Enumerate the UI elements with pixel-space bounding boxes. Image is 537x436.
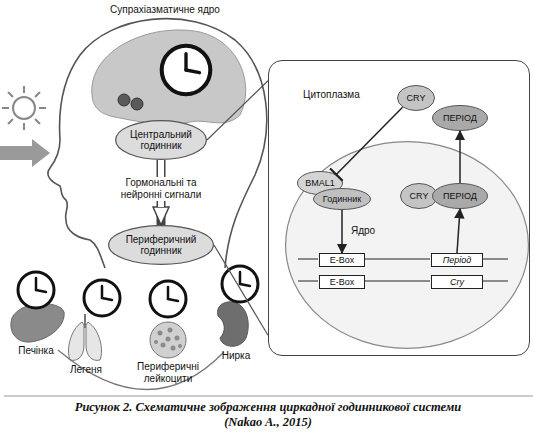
clock-symbol bbox=[150, 281, 186, 317]
structure-label: Супрахіазматичне ядро bbox=[90, 4, 240, 16]
node-text: Годинник bbox=[323, 194, 361, 204]
protein-ellipse: ПЕРІОД bbox=[432, 105, 488, 131]
protein-ellipse-outline bbox=[398, 86, 435, 111]
trachea-line bbox=[84, 314, 86, 328]
organ-label: Периферичні лейкоцити bbox=[126, 361, 210, 384]
node-text: E-Box bbox=[330, 277, 355, 287]
leukocyte-cell bbox=[150, 322, 186, 358]
gene-box: Період bbox=[431, 253, 483, 267]
nucleus-ellipse: ЯдроBMAL1ГодинникCRYПЕРІОДE-BoxПеріодE-B… bbox=[285, 141, 529, 349]
gene-box: E-Box bbox=[319, 275, 365, 289]
protein-ellipse: CRY bbox=[397, 85, 435, 111]
clock-ellipse-outline bbox=[116, 121, 207, 160]
protein-ellipse: ПЕРІОД bbox=[432, 183, 488, 209]
node-text: Цитоплазма bbox=[303, 89, 360, 101]
leukocyte-granules bbox=[154, 328, 182, 351]
lung-shape bbox=[69, 322, 102, 360]
clock-symbol bbox=[18, 272, 54, 308]
caption-rule bbox=[4, 396, 533, 397]
sun-symbol bbox=[13, 97, 35, 119]
protein-ellipse-outline bbox=[401, 184, 438, 209]
kidney-shape bbox=[218, 302, 249, 346]
clock-symbol bbox=[162, 46, 211, 95]
clock-ellipse: Центральний годинник bbox=[115, 120, 207, 160]
zoom-line bbox=[214, 245, 268, 335]
liver-shape bbox=[11, 304, 64, 342]
organ-label: Печінка bbox=[6, 345, 66, 357]
light-arrow bbox=[0, 139, 50, 167]
cell-panel: ЦитоплазмаCRYПЕРІОДЯдроBMAL1ГодинникCRYП… bbox=[268, 60, 530, 356]
clock-ellipse: Периферичний годинник bbox=[108, 225, 214, 265]
node-text: E-Box bbox=[330, 255, 355, 265]
node-text: Ядро bbox=[351, 225, 375, 237]
zoom-line bbox=[214, 245, 268, 335]
organ-label: Нирка bbox=[211, 350, 261, 362]
nucleus-ellipse-outline bbox=[286, 142, 529, 349]
protein-ellipse-outline bbox=[314, 189, 371, 210]
zoom-line bbox=[207, 81, 268, 140]
clock-symbol bbox=[222, 266, 258, 302]
node-text: Периферичний годинник bbox=[120, 234, 202, 257]
clock-ellipse-outline bbox=[109, 226, 214, 265]
protein-ellipse: Годинник bbox=[313, 188, 371, 210]
node-text: ПЕРІОД bbox=[443, 191, 477, 201]
node-text: CRY bbox=[410, 191, 429, 201]
edge-label: Гормональні та нейронні сигнали bbox=[106, 177, 216, 201]
node-text: BMAL1 bbox=[305, 178, 335, 188]
node-text: Період bbox=[443, 255, 472, 265]
node-text: CRY bbox=[407, 93, 426, 103]
node-text: Центральний годинник bbox=[125, 129, 197, 152]
node-text: ПЕРІОД bbox=[443, 113, 477, 123]
protein-ellipse-outline bbox=[433, 184, 488, 209]
gene-box: Cry bbox=[431, 275, 483, 289]
gene-box: E-Box bbox=[319, 253, 365, 267]
brain-shape bbox=[92, 30, 246, 125]
protein-ellipse-outline bbox=[433, 106, 488, 131]
zoom-line bbox=[207, 81, 268, 140]
clock-symbol bbox=[84, 280, 120, 316]
organ-label: Легеня bbox=[56, 364, 116, 376]
node-text: Cry bbox=[450, 277, 464, 287]
head-outline bbox=[48, 19, 267, 268]
figure-caption: Рисунок 2. Схематичне зображення циркадн… bbox=[58, 400, 478, 430]
sun-rays bbox=[2, 86, 46, 130]
scn-nucleus bbox=[131, 98, 143, 110]
scn-nucleus bbox=[118, 94, 130, 106]
